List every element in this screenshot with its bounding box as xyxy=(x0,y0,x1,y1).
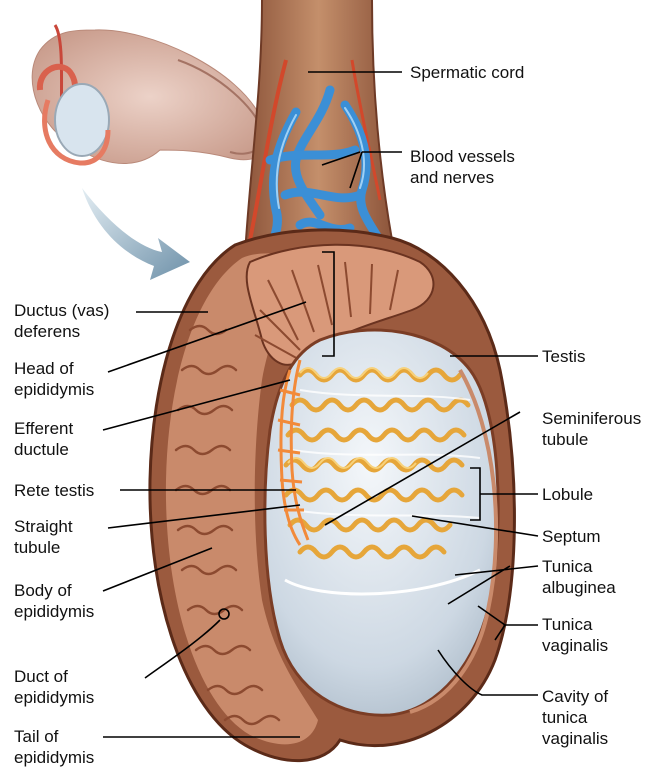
label-efferent-ductule: Efferent ductule xyxy=(14,418,73,460)
label-tunica-vaginalis: Tunica vaginalis xyxy=(542,614,608,656)
label-rete-testis: Rete testis xyxy=(14,480,94,501)
label-lobule: Lobule xyxy=(542,484,593,505)
pointer-arrow xyxy=(82,188,190,280)
label-septum: Septum xyxy=(542,526,601,547)
label-tail-of-epididymis: Tail of epididymis xyxy=(14,726,94,768)
label-tunica-albuginea: Tunica albuginea xyxy=(542,556,616,598)
label-body-of-epididymis: Body of epididymis xyxy=(14,580,94,622)
label-blood-vessels: Blood vessels and nerves xyxy=(410,146,515,188)
label-testis: Testis xyxy=(542,346,585,367)
label-seminiferous-tubule: Seminiferous tubule xyxy=(542,408,641,450)
inset-thumbnail xyxy=(32,25,268,164)
label-head-of-epididymis: Head of epididymis xyxy=(14,358,94,400)
label-ductus-deferens: Ductus (vas) deferens xyxy=(14,300,109,342)
label-cavity-of-tunica-vaginalis: Cavity of tunica vaginalis xyxy=(542,686,608,749)
label-spermatic-cord: Spermatic cord xyxy=(410,62,524,83)
label-duct-of-epididymis: Duct of epididymis xyxy=(14,666,94,708)
label-straight-tubule: Straight tubule xyxy=(14,516,73,558)
